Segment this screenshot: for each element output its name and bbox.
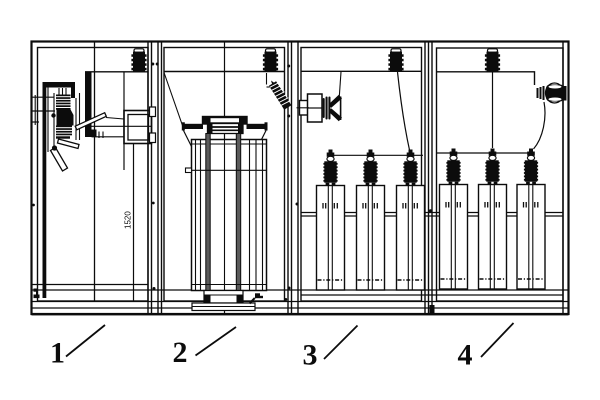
- svg-text:1520: 1520: [124, 211, 133, 229]
- svg-text:4: 4: [458, 339, 473, 372]
- svg-text:1: 1: [50, 337, 65, 370]
- svg-text:3: 3: [303, 339, 318, 372]
- svg-text:2: 2: [173, 336, 188, 369]
